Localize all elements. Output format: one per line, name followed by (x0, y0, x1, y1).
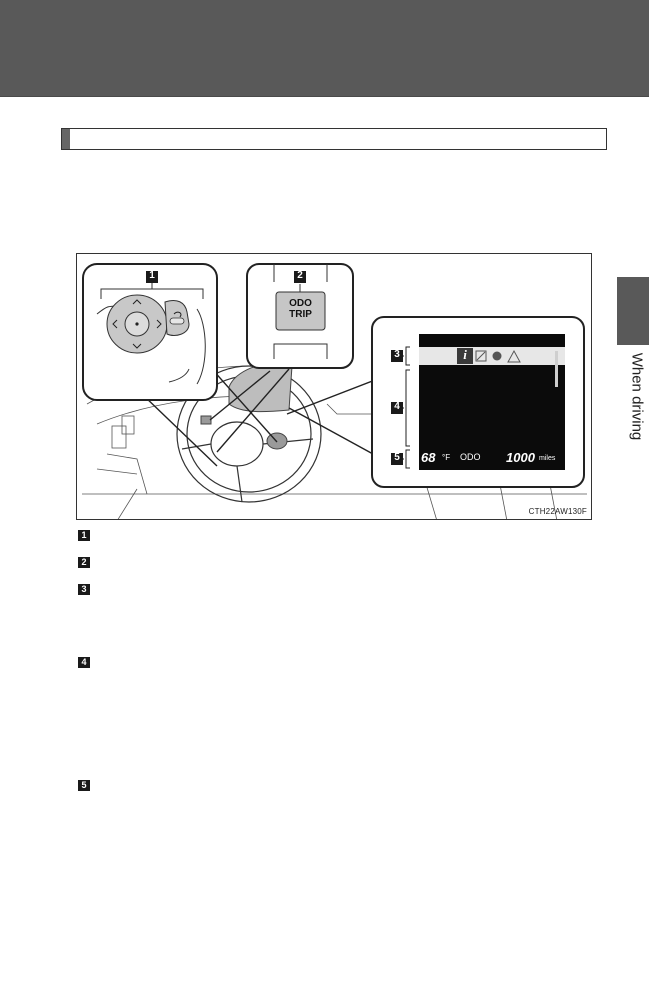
page-header-band (0, 0, 649, 97)
callout-3: 3 (394, 349, 400, 360)
odo-label: ODO (289, 298, 312, 309)
info-icon: i (463, 347, 467, 362)
distance-unit: miles (539, 455, 556, 462)
item-marker-5: 5 (78, 780, 90, 791)
trip-label: TRIP (289, 309, 312, 320)
callout-2: 2 (297, 270, 303, 281)
dashboard-drawing (82, 263, 587, 519)
item-marker-2: 2 (78, 557, 90, 568)
item-marker-3: 3 (78, 584, 90, 595)
outside-temperature: 68 (421, 450, 436, 465)
section-title-marker (62, 129, 70, 149)
odometer-value: 1000 (506, 450, 535, 465)
chapter-tab (617, 277, 649, 345)
item-marker-1: 1 (78, 530, 90, 541)
callout-1: 1 (149, 270, 155, 281)
dashboard-illustration: 1 2 3 4 5 ODO TRIP i 68 °F ODO 1000 mile… (76, 253, 592, 520)
callout-4: 4 (394, 401, 400, 412)
item-marker-4: 4 (78, 657, 90, 668)
odometer-mode: ODO (460, 452, 481, 462)
callout-5: 5 (394, 452, 400, 463)
chapter-label-text: When driving (628, 352, 646, 441)
section-title-bar (61, 128, 607, 150)
chapter-label: When driving (621, 340, 649, 460)
display-status-bar: 68 °F ODO 1000 miles (419, 450, 565, 466)
odo-trip-switch: ODO TRIP (276, 298, 325, 320)
temperature-unit: °F (442, 453, 451, 462)
figure-code: CTH22AW130F (528, 507, 587, 516)
